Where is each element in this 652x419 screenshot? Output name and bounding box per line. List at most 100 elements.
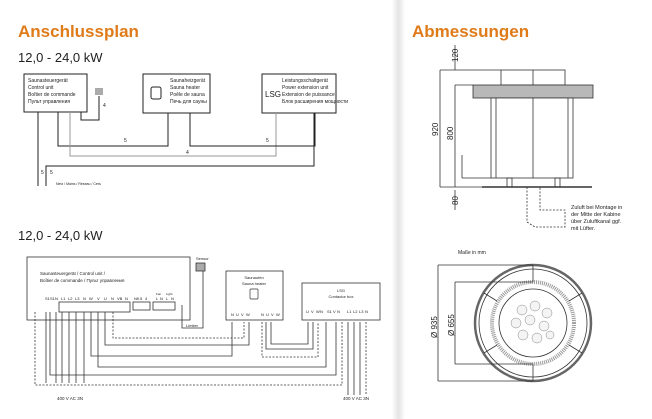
dim-body: 800: [446, 126, 455, 140]
lsg-label: Leistungsschaltgerät: [282, 78, 328, 84]
lamp-icon: [95, 88, 103, 95]
svg-text:U: U: [266, 312, 269, 317]
supply-label: 400 V AC 3N: [57, 396, 83, 401]
airflow-note: Zuluft bei Montage in der Mitte der Kabi…: [571, 205, 622, 232]
svg-text:NK: NK: [134, 296, 140, 301]
wire-count: 5: [50, 170, 53, 176]
svg-text:N: N: [160, 296, 163, 301]
control-unit-label: Boîtier de commande / Пульт управления: [40, 278, 125, 283]
lsg-label: Power extension unit: [282, 85, 329, 91]
svg-text:N: N: [231, 312, 234, 317]
lsg-label: Блок расширения мощности: [282, 99, 348, 105]
heater-label: Sauna heater: [170, 85, 200, 91]
svg-text:Light: Light: [166, 292, 173, 296]
svg-text:V: V: [311, 309, 314, 314]
svg-text:L1: L1: [61, 296, 66, 301]
heater-icon: [249, 288, 259, 300]
heater-box: [225, 270, 284, 321]
wire-count: 4: [186, 150, 189, 156]
svg-text:N: N: [125, 296, 128, 301]
lsg-label: LSG: [337, 288, 345, 293]
terminal-labels: S1 S1 N L1 L2 L3 N W V U N VB N NK 5 4 L…: [45, 292, 174, 301]
control-unit-label: Пульт управления: [28, 99, 70, 105]
svg-text:N: N: [111, 296, 114, 301]
wire-count: 5: [266, 138, 269, 144]
heater-label: Печь для сауны: [170, 99, 207, 105]
control-unit-box: [26, 256, 191, 321]
lsg-terminal-labels: U V W N S1 V N L1 L2 L3 N: [306, 309, 368, 314]
svg-text:L: L: [166, 296, 169, 301]
svg-text:L: L: [156, 296, 159, 301]
dim-total: 920: [431, 122, 440, 136]
svg-text:N: N: [320, 309, 323, 314]
svg-text:U: U: [236, 312, 239, 317]
svg-text:W: W: [276, 312, 280, 317]
heater-label: Saunaheizgerät: [170, 78, 206, 84]
svg-text:4: 4: [145, 296, 148, 301]
control-unit-label: Saunasteuergerät / Control unit /: [40, 271, 106, 276]
svg-text:W: W: [246, 312, 250, 317]
limiter-label: Limiter: [186, 323, 199, 328]
heater-icon: [150, 86, 162, 100]
stone-pattern: [510, 300, 555, 344]
svg-text:Fan: Fan: [156, 292, 162, 296]
svg-text:S1: S1: [45, 296, 51, 301]
lsg-abbr: LSG: [265, 90, 281, 99]
lsg-box: [261, 73, 337, 114]
supply-label: 400 V AC 3N: [343, 396, 369, 401]
heater-box: [142, 73, 211, 114]
svg-text:L1: L1: [347, 309, 352, 314]
heater-label: Sauna heater: [242, 281, 267, 286]
svg-text:S1: S1: [50, 296, 56, 301]
svg-text:W: W: [316, 309, 320, 314]
svg-text:VB: VB: [117, 296, 123, 301]
svg-text:L2: L2: [353, 309, 358, 314]
lsg-box: [301, 282, 381, 321]
svg-text:V: V: [97, 296, 100, 301]
svg-text:über Zuluftkanal ggf.: über Zuluftkanal ggf.: [571, 219, 622, 225]
svg-text:Zuluft bei Montage in: Zuluft bei Montage in: [571, 205, 622, 211]
svg-text:V: V: [241, 312, 244, 317]
page-gutter: [392, 0, 405, 419]
svg-text:U: U: [104, 296, 107, 301]
heater-terminal-labels: N U V W N U V W: [231, 312, 280, 317]
control-unit-label: Saunasteuergerät: [28, 78, 68, 84]
heater-label: Saunaofen: [244, 275, 263, 280]
section-title-connection-plan: Anschlussplan: [18, 22, 139, 41]
svg-text:N: N: [261, 312, 264, 317]
power-range-1: 12,0 - 24,0 kW: [18, 50, 103, 65]
dim-bottom: 80: [451, 196, 460, 205]
dim-inner-diameter: Ø 655: [447, 314, 456, 336]
power-range-2: 12,0 - 24,0 kW: [18, 228, 103, 243]
svg-text:der Mitte der Kabine: der Mitte der Kabine: [571, 212, 621, 218]
dim-outer-diameter: Ø 935: [430, 316, 439, 338]
heater-label: Poêle de sauna: [170, 92, 205, 98]
svg-text:5: 5: [140, 296, 143, 301]
svg-text:L3: L3: [75, 296, 80, 301]
svg-text:L3: L3: [359, 309, 364, 314]
svg-text:N: N: [83, 296, 86, 301]
svg-text:N: N: [55, 296, 58, 301]
sensor-label: Sensor: [196, 256, 209, 261]
svg-text:L2: L2: [68, 296, 73, 301]
svg-text:N: N: [337, 309, 340, 314]
wire-count: 5: [41, 170, 44, 176]
control-unit-label: Boîtier de commande: [28, 92, 76, 98]
svg-text:N: N: [365, 309, 368, 314]
svg-text:N: N: [171, 296, 174, 301]
svg-text:mit Lüfter.: mit Lüfter.: [571, 226, 596, 232]
wire-count: 4: [103, 103, 106, 109]
svg-text:U: U: [306, 309, 309, 314]
svg-text:S1: S1: [327, 309, 333, 314]
dim-top: 120: [451, 48, 460, 62]
lsg-label: Extension de puissance: [282, 92, 335, 98]
wire-count: 5: [124, 138, 127, 144]
mains-label: Netz / Mains / Réseau / Сеть: [56, 182, 101, 186]
lsg-label: Contactor box: [329, 294, 354, 299]
control-unit-box: [23, 73, 88, 113]
svg-text:W: W: [89, 296, 93, 301]
